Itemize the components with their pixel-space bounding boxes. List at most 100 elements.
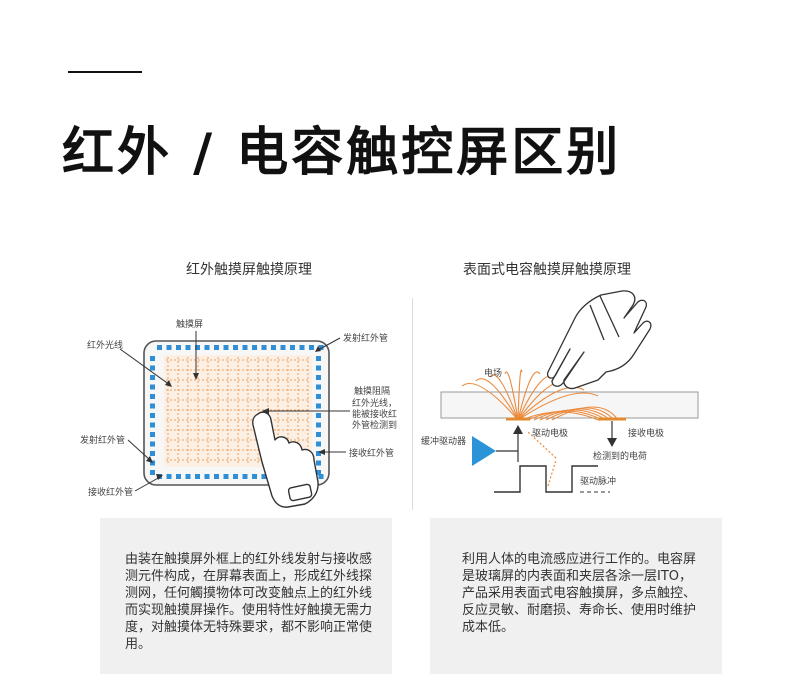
ir-emitter-led [195,345,200,350]
field-line [461,382,519,421]
ir-receiver-led [316,432,321,437]
ir-emitter-led [309,345,314,350]
ir-receiver-led [223,474,229,479]
ir-emitter-led [318,345,324,350]
page-title: 红外 / 电容触控屏区别 [62,123,622,183]
electric-field-lines [461,369,619,421]
label-touch-screen: 触摸屏 [176,318,203,330]
ir-emitter-led [150,432,155,437]
ir-receiver-led [316,470,321,475]
ir-emitter-led [290,345,295,350]
ir-pointer-arrows [146,346,325,480]
ir-receiver-led [176,474,181,479]
label-receive-right: 接收红外管 [349,447,394,459]
label-block-1: 触摸阻隔 [354,385,390,397]
ir-emitter-led [150,403,155,409]
pulse-dotted [547,459,557,487]
label-drive-electrode: 驱动电极 [532,427,568,439]
ir-emitter-led [261,345,267,350]
field-line [475,378,519,421]
ir-emitter-led [150,422,155,428]
cap-description: 利用人体的电流感应进行工作的。电容屏是玻璃屏的内表面和夹层各涂一层ITO，产品采… [462,552,697,635]
ir-receiver-led [185,474,191,479]
label-block-3: 能被接收红 [352,408,397,420]
hand-icon [546,290,652,390]
ir-receiver-led [166,474,172,479]
ir-receiver-led [214,474,219,479]
ir-receiver-led [242,474,248,479]
ir-emitter-led [280,345,286,350]
ir-receiver-led [316,413,321,418]
label-field: 电场 [484,367,502,379]
ir-receiver-led [261,474,267,479]
ir-receiver-led [195,474,200,479]
field-line [545,407,615,421]
label-block-4: 外管检测到 [352,419,397,431]
cap-heading: 表面式电容触摸屏触摸原理 [463,261,631,278]
label-emit-left: 发射红外管 [80,434,125,446]
ir-emitter-led [252,345,257,350]
field-line [517,369,523,421]
ir-emitter-led [223,345,229,350]
field-line [504,371,519,421]
ir-receiver-led [316,403,321,409]
ir-emitter-led [299,345,305,350]
ir-emitter-led [185,345,191,350]
label-block-2: 红外光线， [352,397,397,409]
sense-arrow [607,421,617,447]
column-divider [412,298,413,510]
label-detected-charge: 检测到的电荷 [593,450,647,462]
ir-receiver-led [316,451,321,456]
ir-emitter-led [233,345,238,350]
ir-receiver-led [316,375,321,380]
ir-emitter-led [242,345,248,350]
ir-receiver-led [316,441,321,447]
ir-emitter-led [150,441,155,447]
field-line [517,371,541,421]
cap-description-panel: 利用人体的电流感应进行工作的。电容屏是玻璃屏的内表面和夹层各涂一层ITO，产品采… [430,518,722,674]
buffer-driver-icon [472,436,496,466]
ir-description-panel: 由装在触摸屏外框上的红外线发射与接收感测元件构成，在屏幕表面上，形成红外线探测网… [100,518,392,674]
label-receive-bottom: 接收红外管 [88,486,133,498]
ir-receiver-led [316,422,321,428]
ir-receiver-led [316,365,321,371]
ir-emitter-led [150,460,155,466]
ir-description: 由装在触摸屏外框上的红外线发射与接收感测元件构成，在屏幕表面上，形成红外线探测网… [125,552,373,652]
drive-pulse-wave [494,465,598,493]
ir-emitter-led [150,451,155,456]
label-emit-top: 发射红外管 [343,332,388,344]
ir-emitter-led [176,345,181,350]
label-sense-electrode: 接收电极 [628,427,664,439]
ir-receiver-led [233,474,238,479]
label-drive-pulse: 驱动脉冲 [580,475,616,487]
label-buffer-driver: 缓冲驱动器 [421,435,466,447]
label-ir-light: 红外光线 [87,339,123,351]
field-line [517,392,599,421]
ir-receiver-led [316,460,321,466]
ir-heading: 红外触摸屏触摸原理 [186,262,312,278]
top-accent-rule [68,71,142,73]
ir-emitter-led [150,356,155,361]
field-line [489,374,519,421]
ir-pointer-lines [119,331,350,492]
ir-emitter-led [150,413,155,418]
drive-arrow [513,425,523,462]
ir-emitter-led [150,394,155,399]
ir-receiver-led [204,474,210,479]
ir-emitter-led [271,345,276,350]
ir-receiver-led [316,356,321,361]
hand-icon [252,411,319,508]
ir-emitter-led [150,384,155,390]
ir-emitter-led [150,365,155,371]
ir-emitter-led [214,345,219,350]
ir-receiver-led [252,474,257,479]
ir-receiver-led [316,394,321,399]
ir-emitter-led [166,345,172,350]
ir-emitter-led [150,375,155,380]
ir-receiver-led [318,474,324,479]
ir-emitter-led [150,470,155,475]
ir-emitter-led [157,345,162,350]
field-line [551,406,619,421]
glass-panel [440,391,699,419]
